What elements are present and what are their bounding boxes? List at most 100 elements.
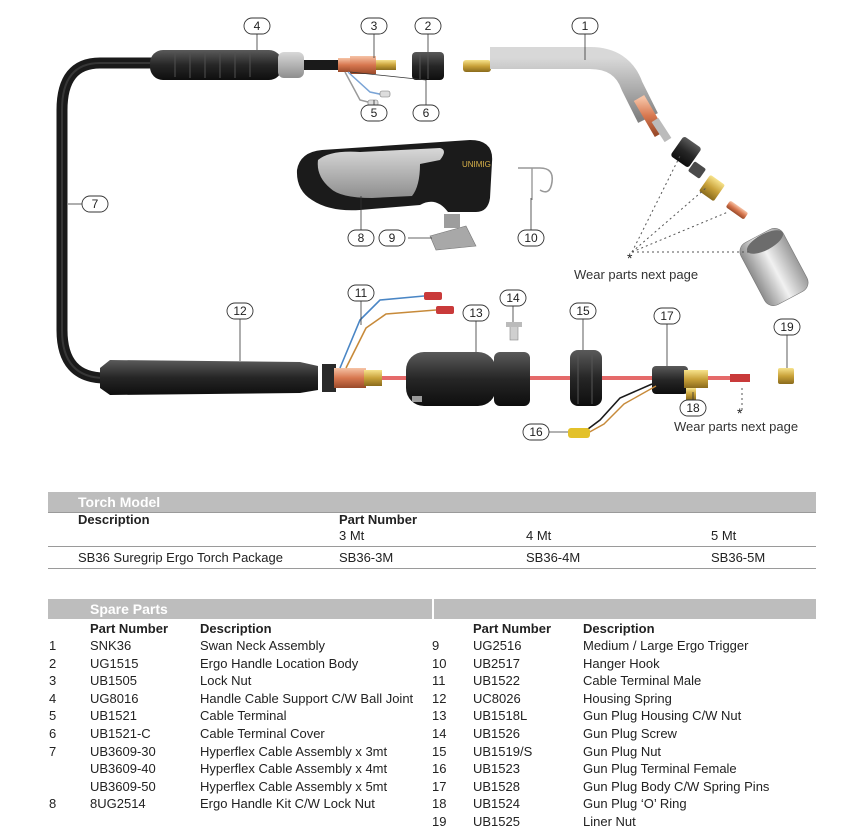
spare-right-part: UB1523 [473,761,520,777]
spare-left-part: UB3609-50 [90,778,156,794]
callout-label: 14 [506,291,520,305]
callout-label: 6 [423,106,430,120]
torch-col-description: Description [78,512,150,527]
spare-right-no: 19 [432,814,447,829]
callout-label: 4 [254,19,261,33]
spare-left-desc: Hyperflex Cable Assembly x 5mt [200,778,388,794]
spare-right-part: UB1522 [473,673,520,689]
spare-right-no: 12 [432,690,447,706]
spare-left-no: 2 [49,655,57,671]
hyperflex-cable [56,57,161,384]
callout-label: 9 [389,231,396,245]
torch-row-part-5: SB36-5M [711,550,766,565]
callout-19: 19 [773,318,801,336]
callout-11: 11 [347,284,375,302]
spare-left-part: UB1521-C [90,726,151,741]
brand-logo: UNIMIG [462,160,491,169]
spare-right-part: UB1528 [473,778,520,794]
callout-label: 8 [358,231,365,245]
callout-label: 16 [529,425,543,439]
spare-right-desc: Gun Plug ‘O’ Ring [583,796,687,812]
callout-label: 13 [469,306,483,320]
callout-4: 4 [243,17,271,35]
spare-right-desc: Liner Nut [583,814,636,829]
spare-right-no: 17 [432,778,447,794]
spare-right-no: 11 [432,673,446,689]
spare-left-part: UB3609-30 [90,743,156,759]
callout-label: 10 [524,231,538,245]
spare-left-desc: Swan Neck Assembly [200,638,325,653]
spare-right-no: 13 [432,708,447,724]
wear-star-bottom: * [737,405,743,421]
callout-label: 3 [371,19,378,33]
spare-right-desc: Gun Plug Screw [583,726,677,741]
spare-right-part: UG2516 [473,638,522,653]
spare-left-desc: Ergo Handle Kit C/W Lock Nut [200,796,375,812]
callout-13: 13 [462,304,490,322]
callout-15: 15 [569,302,597,320]
housing-spring [100,360,318,395]
spare-left-no: 8 [49,796,57,812]
spare-left-desc: Cable Terminal Cover [200,726,325,741]
callout-8: 8 [347,229,375,247]
spare-left-part: UG8016 [90,690,139,706]
callout-16: 16 [522,423,550,441]
spare-right-desc: Medium / Large Ergo Trigger [583,638,749,653]
spare-right-part: UB1525 [473,814,520,829]
torch-row-description: SB36 Suregrip Ergo Torch Package [78,550,283,565]
callout-3: 3 [360,17,388,35]
torch-row-part-4: SB36-4M [526,550,581,565]
spare-left-part: UB1521 [90,708,137,724]
trigger [429,214,477,251]
spare-right-no: 18 [432,796,447,812]
spare-left-desc: Cable Terminal [200,708,287,724]
spare-right-desc: Gun Plug Nut [583,743,662,759]
callout-label: 19 [780,320,794,334]
spare-left-part: SNK36 [90,638,132,653]
callout-label: 12 [233,304,247,318]
callout-17: 17 [653,307,681,325]
spare-left-no: 4 [49,690,57,706]
spare-left-desc: Handle Cable Support C/W Ball Joint [200,690,414,706]
callout-label: 17 [660,309,674,323]
spare-parts-title: Spare Parts [90,601,168,617]
callout-label: 7 [92,197,99,211]
swan-neck [463,47,672,143]
wear-parts-note-bottom: Wear parts next page [674,419,799,434]
gun-plug-body [652,366,708,400]
spare-right-no: 16 [432,761,447,777]
callout-label: 11 [355,286,368,300]
callout-14: 14 [499,289,527,307]
spare-col-part-right: Part Number [473,621,552,636]
spare-col-part-left: Part Number [90,621,169,636]
torch-length-5: 5 Mt [711,528,737,543]
spare-left-part: UG1515 [90,655,139,671]
spare-right-no: 15 [432,743,447,759]
spare-right-desc: Gun Plug Body C/W Spring Pins [583,778,770,794]
torch-length-3: 3 Mt [339,528,365,543]
spare-left-no: 5 [49,708,57,724]
callout-label: 5 [371,106,378,120]
torch-col-part-number: Part Number [339,512,418,527]
spare-right-no: 10 [432,655,447,671]
spare-left-desc: Lock Nut [200,673,252,689]
callout-10: 10 [517,229,545,247]
callout-12: 12 [226,302,254,320]
callout-18: 18 [679,399,707,417]
callout-5: 5 [360,104,388,122]
torch-length-4: 4 Mt [526,528,552,543]
spare-right-desc: Hanger Hook [583,655,660,671]
spare-right-part: UC8026 [473,690,521,706]
spare-left-part: 8UG2514 [90,796,146,812]
spare-right-part: UB1518L [473,708,528,724]
wear-parts-cluster [671,137,809,306]
callout-label: 15 [576,304,590,318]
callout-label: 2 [425,19,432,33]
handle-cable-support [150,50,304,80]
torch-exploded-diagram: UNIMIG [56,17,809,441]
torch-model-band: Torch Model [48,492,816,512]
spare-right-part: UB1526 [473,726,520,741]
callout-9: 9 [378,229,406,247]
spare-right-no: 14 [432,726,447,741]
spare-left-no: 1 [49,638,57,653]
